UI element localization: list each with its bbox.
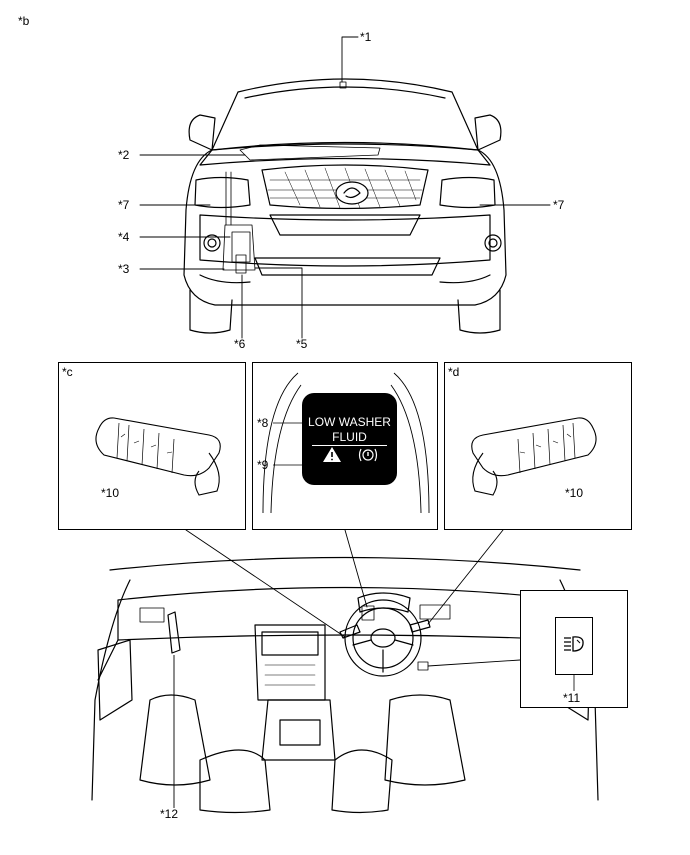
brake-warning-icon [358, 448, 378, 462]
callout-7-left-label: *7 [118, 198, 130, 212]
inset-d-box: *d *10 [444, 362, 632, 530]
inset-switch-box: *11 [520, 590, 628, 708]
callout-8-label: *8 [257, 416, 269, 430]
inset-d-label: *d [448, 365, 460, 379]
callout-5-label: *5 [296, 337, 308, 351]
callout-10-right-label: *10 [565, 486, 584, 500]
callout-3-label: *3 [118, 262, 130, 276]
callout-11-label: *11 [563, 691, 581, 705]
meter-gauge-outline [262, 372, 430, 514]
callout-2-label: *2 [118, 148, 130, 162]
callout-7-right-label: *7 [553, 198, 565, 212]
headlight-cleaner-switch [555, 617, 593, 675]
callout-9-label: *9 [257, 458, 269, 472]
wiper-stalk-right-icon [471, 417, 597, 496]
figure-label: *b [18, 14, 30, 28]
callout-10-left-label: *10 [101, 486, 120, 500]
display-line-1: LOW WASHER [308, 415, 391, 429]
leader-lines [139, 36, 551, 667]
vehicle-front-view [183, 78, 507, 334]
warning-triangle-icon [323, 447, 341, 462]
callout-1-label: *1 [360, 30, 372, 44]
headlight-cleaner-icon [564, 636, 584, 652]
wiper-stalk-left-icon [95, 417, 221, 496]
display-line-2: FLUID [332, 430, 367, 444]
display-divider [312, 445, 387, 446]
inset-c-label: *c [62, 365, 73, 379]
inset-c-box: *c *10 [58, 362, 246, 530]
callout-12-label: *12 [160, 807, 179, 821]
multi-info-display: LOW WASHER FLUID [302, 393, 397, 485]
inset-meter-box: LOW WASHER FLUID *8 *9 [252, 362, 438, 530]
callout-4-label: *4 [118, 230, 130, 244]
callout-6-label: *6 [234, 337, 246, 351]
